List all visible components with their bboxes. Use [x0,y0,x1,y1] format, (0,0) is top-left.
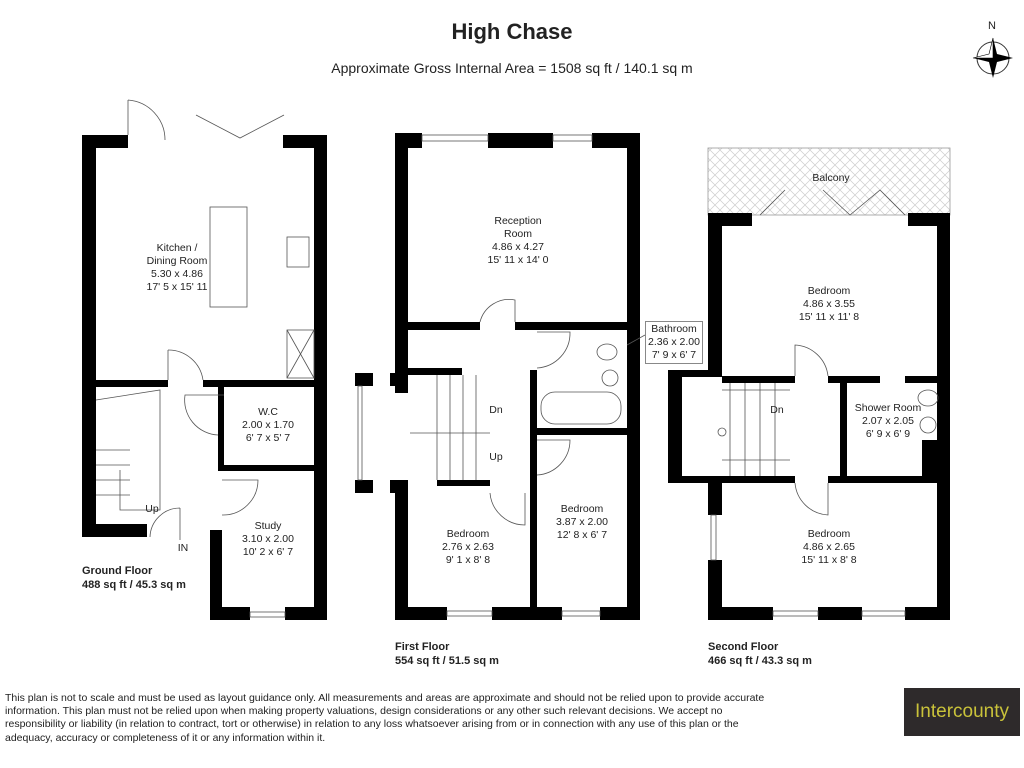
stairs-down-label: Dn [489,404,503,416]
plan-title: High Chase [451,19,573,44]
stairs-down-label: Dn [770,404,784,416]
room-label-balcony: Balcony [812,172,850,184]
second-floor-walls [668,147,951,620]
stairs-up-label: Up [145,503,159,515]
disclaimer: This plan is not to scale and must be us… [5,692,765,744]
intercounty-logo: Intercounty [904,688,1020,736]
compass-icon [972,37,1013,78]
first-floor-walls [355,133,640,620]
stairs-up-label: Up [489,451,503,463]
gross-area: Approximate Gross Internal Area = 1508 s… [331,60,693,76]
ground-floor-walls [82,135,327,620]
north-label: N [988,20,996,32]
entrance-label: IN [177,542,189,554]
